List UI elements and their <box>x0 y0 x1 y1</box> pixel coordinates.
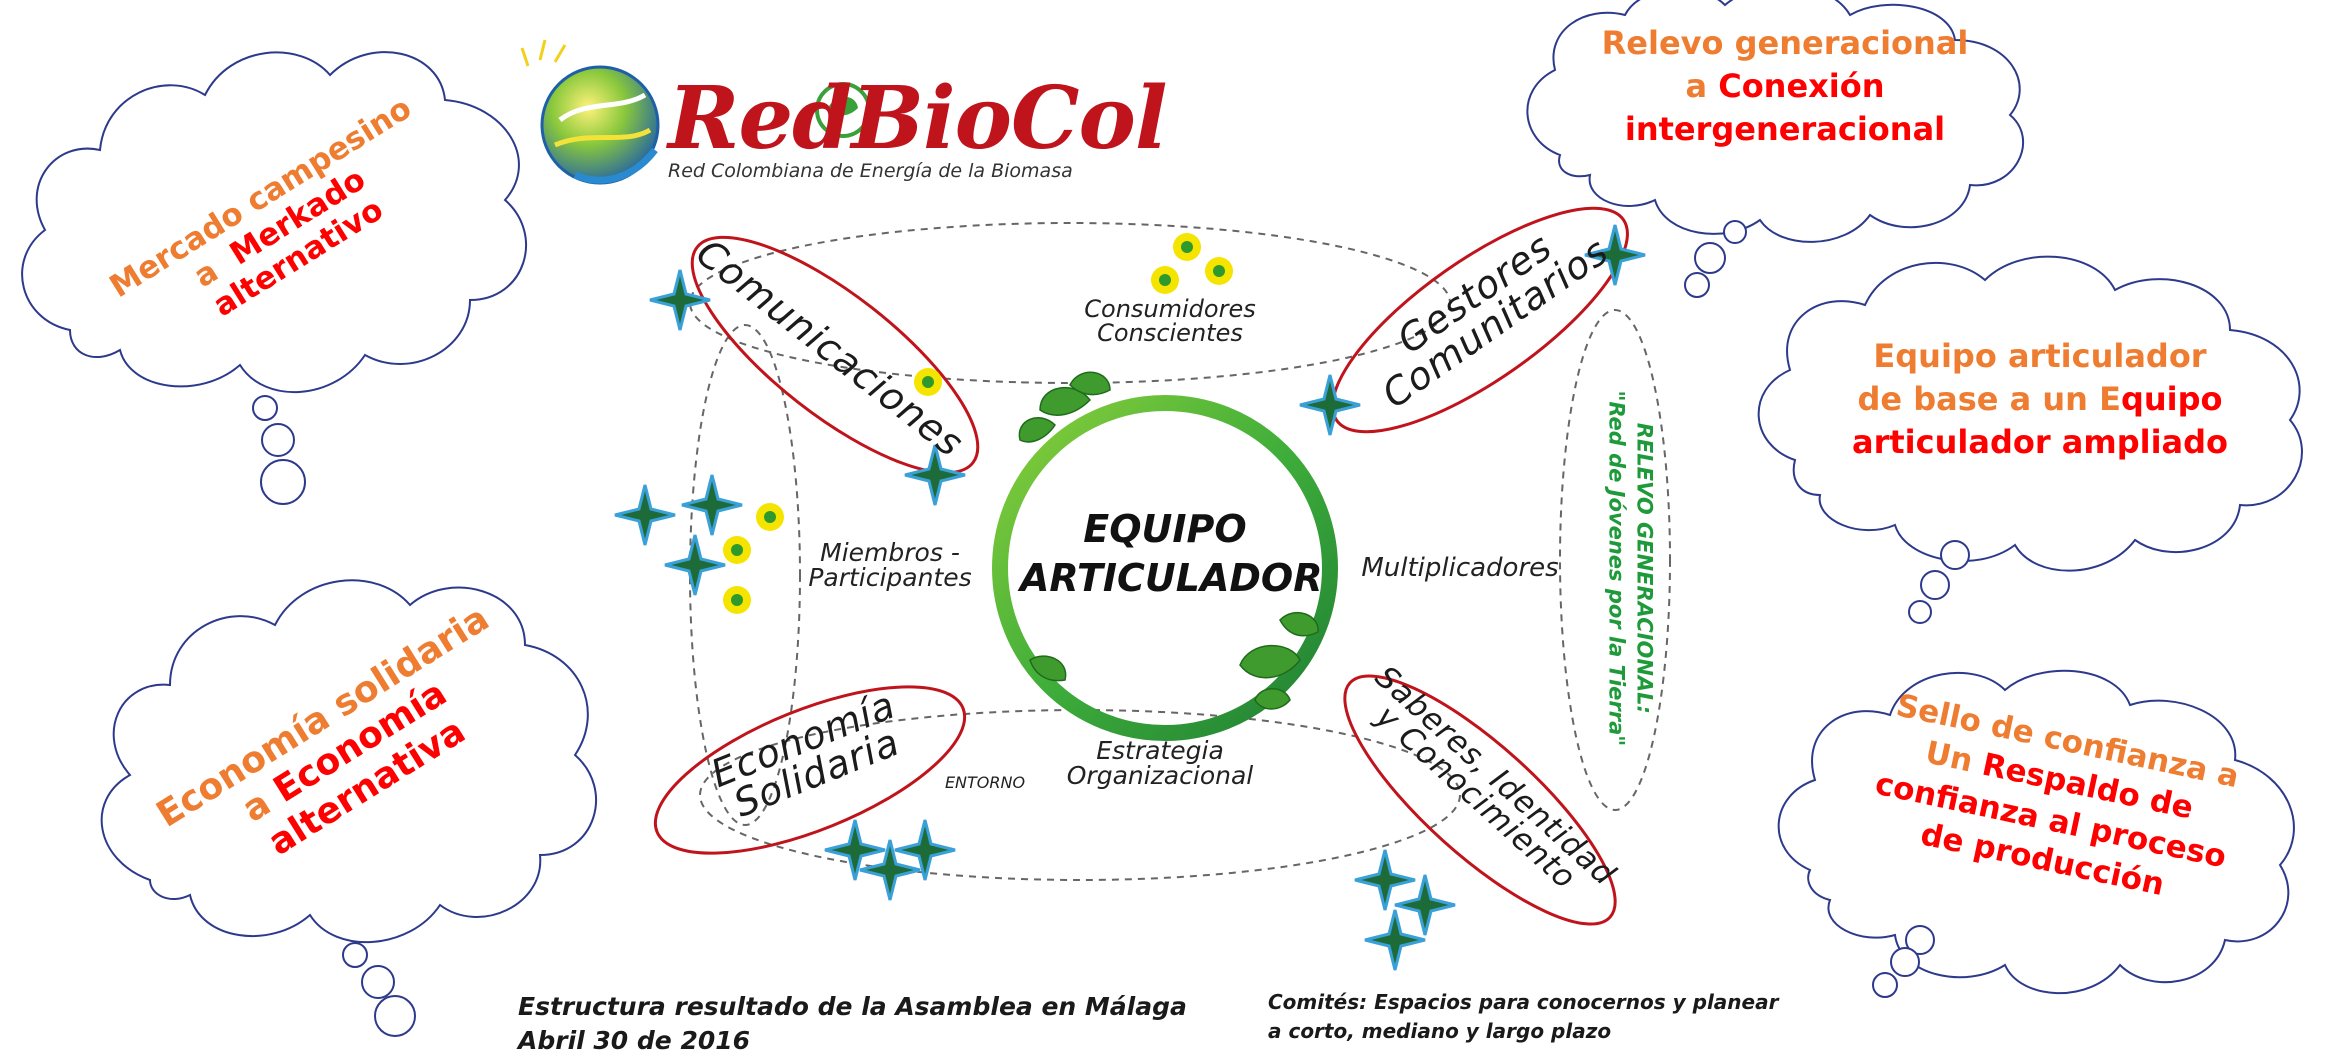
logo-name: RedBioCol <box>668 68 1168 169</box>
yellow-dot-icon <box>723 233 1233 614</box>
cloud-sello-orange2: Un <box>1922 734 1976 780</box>
red-ellipses <box>653 206 1629 926</box>
cloud-equipo-orange1: Equipo articulador <box>1873 337 2207 375</box>
cloud-equipo <box>1757 255 2303 624</box>
center-line2: ARTICULADOR <box>1020 556 1323 601</box>
logo-leaf-icon <box>815 82 871 138</box>
center-ring <box>992 395 1338 741</box>
star-sparkle-icon <box>1394 874 1456 936</box>
label-multiplicadores: Multiplicadores <box>1361 553 1559 583</box>
star-sparkle-icon <box>649 269 711 331</box>
star-sparkle-icon <box>904 444 966 506</box>
star-sparkle-icon <box>614 224 1646 971</box>
star-sparkle-icon <box>1364 909 1426 971</box>
cloud-relevo-orange: Relevo generacional <box>1601 24 1969 62</box>
label-miembros: Miembros - Participantes <box>808 538 972 592</box>
cloud-equipo-red2: articulador ampliado <box>1851 423 2229 462</box>
label-entorno: ENTORNO <box>944 773 1026 792</box>
cloud-relevo-red2: intergeneracional <box>1624 110 1946 149</box>
center-line1: EQUIPO <box>1083 507 1247 551</box>
cloud-economia <box>100 579 598 1037</box>
label-relevo-vertical: RELEVO GENERACIONAL: "Red de Jóvenes por… <box>1604 390 1657 747</box>
cloud-sello <box>1777 669 2295 998</box>
cloud-mercado <box>21 51 528 505</box>
star-sparkle-icon <box>681 474 743 536</box>
leaf-icon <box>1018 371 1319 710</box>
cloud-relevo-connector: a <box>1685 67 1708 106</box>
star-sparkle-icon <box>824 819 886 881</box>
center-title: EQUIPO ARTICULADOR <box>1020 505 1323 604</box>
cloud-relevo <box>1526 0 2024 298</box>
footer-left: Estructura resultado de la Asamblea en M… <box>518 992 1187 1055</box>
star-sparkle-icon <box>1299 374 1361 436</box>
logo-subtitle: Red Colombiana de Energía de la Biomasa <box>668 160 1073 182</box>
star-sparkle-icon <box>1584 224 1646 286</box>
star-sparkle-icon <box>664 534 726 596</box>
star-sparkle-icon <box>614 484 676 546</box>
star-sparkle-icon <box>894 819 956 881</box>
label-estrategia: Estrategia Organizacional <box>1066 736 1254 790</box>
star-sparkle-icon <box>859 839 921 901</box>
cloud-equipo-red1: quipo <box>2120 380 2223 419</box>
cloud-relevo-red1: Conexión <box>1718 67 1885 106</box>
footer-right: Comités: Espacios para conocernos y plan… <box>1268 990 1779 1043</box>
logo-globe-icon <box>520 39 660 185</box>
cloud-relevo-text: Relevo generacional a Conexión intergene… <box>1580 22 1990 152</box>
label-consumidores: Consumidores Conscientes <box>1084 295 1256 347</box>
dashed-comites <box>689 222 1671 881</box>
cloud-equipo-text: Equipo articulador de base a un Equipo a… <box>1820 335 2260 465</box>
star-sparkle-icon <box>1354 849 1416 911</box>
cloud-equipo-orange2: de base a un E <box>1857 380 2121 419</box>
